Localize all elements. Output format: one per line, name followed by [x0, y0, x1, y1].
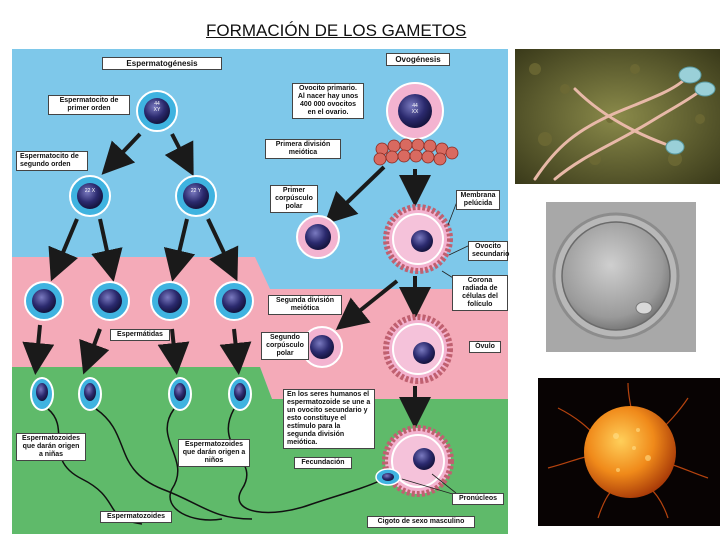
- label-espermatogenesis: Espermatogénesis: [102, 57, 222, 71]
- chromosome-label-primary: 44 XY: [153, 101, 161, 113]
- diagram-graphic: [12, 49, 508, 534]
- label-ovocito-secundario: Ovocito secundario: [468, 241, 509, 262]
- label-corona-radiada: Corona radiada de células del folículo: [452, 275, 508, 312]
- second-polar-body: [301, 326, 343, 368]
- label-primera-division: Primera división meiótica: [265, 139, 341, 160]
- first-polar-body: [296, 215, 340, 259]
- sperm-2: [78, 377, 253, 520]
- secondary-spermatocyte-2: [175, 175, 217, 217]
- follicle-cells: [373, 138, 459, 166]
- band-green: [12, 367, 508, 534]
- oocyte-micrograph: [546, 202, 696, 352]
- label-nota: En los seres humanos el espermatozoide s…: [283, 389, 375, 450]
- spermatid-3: [150, 281, 190, 321]
- chromosome-label-secondary-1: 22 X: [84, 188, 96, 194]
- label-primer-corpusculo: Primer corpúsculo polar: [270, 185, 318, 214]
- primary-spermatocyte: [136, 90, 178, 132]
- label-membrana-pelucida: Membrana pelúcida: [456, 190, 500, 211]
- label-espermatozoides-ninas: Espermatozoides que darán origen a niñas: [16, 433, 86, 462]
- zygote: [375, 425, 454, 497]
- label-segundo-corpusculo: Segundo corpúsculo polar: [261, 332, 309, 361]
- label-ovogenesis: Ovogénesis: [386, 53, 450, 67]
- sperm-micrograph: [515, 49, 720, 184]
- label-segunda-division: Segunda división meiótica: [268, 295, 342, 316]
- label-espermatocito-primer-orden: Espermatocito de primer orden: [48, 95, 130, 116]
- label-fecundacion: Fecundación: [294, 457, 352, 470]
- secondary-oocyte: [383, 204, 453, 274]
- label-espermatocito-segundo-orden: Espermatocito de segundo orden: [16, 151, 88, 172]
- spermatid-4: [214, 281, 254, 321]
- gametogenesis-diagram: 44 XY 22 X 22 Y 44 XX Espermatogénesis O…: [12, 49, 509, 534]
- spermatid-1: [24, 281, 64, 321]
- label-espermatozoides-ninos: Espermatozoides que darán origen a niños: [178, 439, 250, 468]
- label-ovulo: Óvulo: [469, 341, 501, 354]
- label-ovocito-primario: Ovocito primario. Al nacer hay unos 400 …: [292, 83, 364, 120]
- primary-oocyte: [386, 82, 444, 140]
- sperm-4: [227, 377, 385, 514]
- chromosome-label-oocyte: 44 XX: [411, 103, 419, 115]
- chromosome-label-secondary-2: 22 Y: [190, 188, 202, 194]
- fertilization-micrograph: [538, 378, 720, 526]
- label-espermatozoides: Espermatozoides: [100, 511, 172, 524]
- label-cigoto: Cigoto de sexo masculino: [367, 516, 475, 529]
- spermatid-2: [90, 281, 130, 321]
- label-pronucleos: Pronúcleos: [452, 493, 504, 506]
- slide-title: FORMACIÓN DE LOS GAMETOS: [206, 21, 467, 40]
- sperm-3: [166, 377, 223, 521]
- secondary-spermatocyte-1: [69, 175, 111, 217]
- label-espermatidas: Espermátidas: [110, 329, 170, 342]
- ovum: [383, 314, 453, 384]
